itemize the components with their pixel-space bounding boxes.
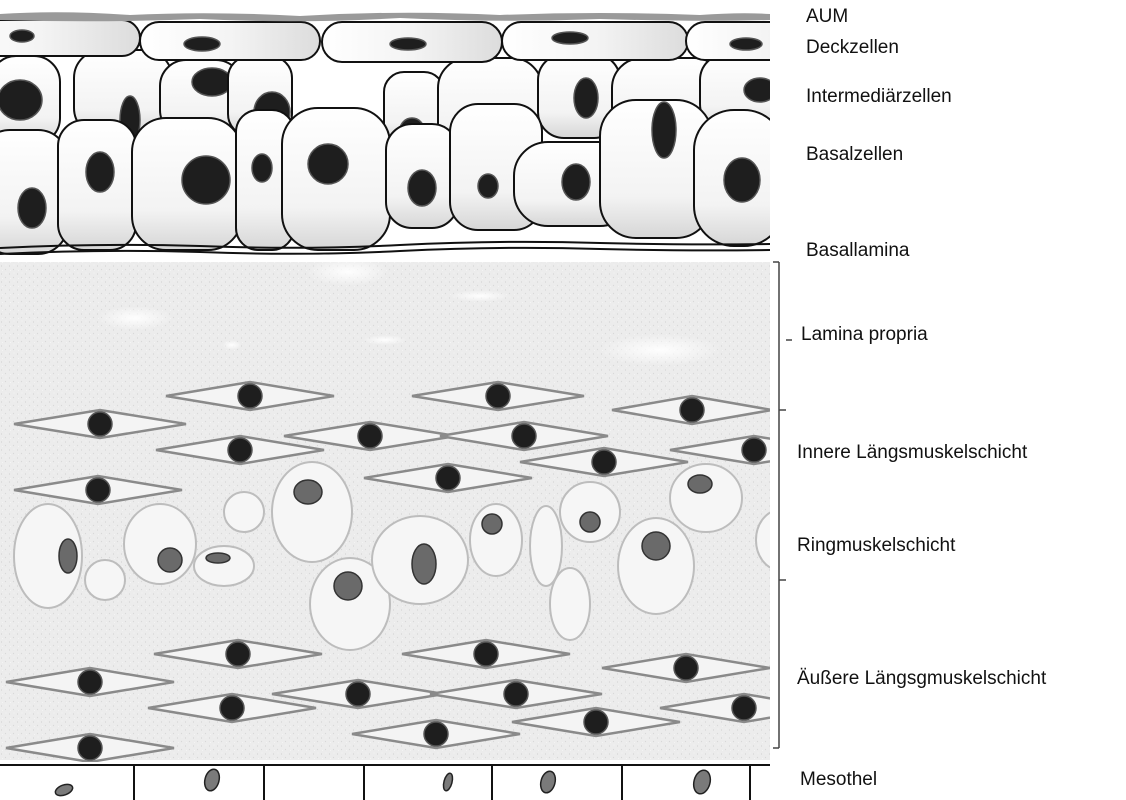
label-aum: AUM <box>806 6 848 28</box>
nucleus <box>358 424 382 448</box>
nucleus <box>308 144 348 184</box>
mesothelium <box>0 762 770 800</box>
nucleus <box>88 412 112 436</box>
nucleus <box>346 682 370 706</box>
nucleus <box>580 512 600 532</box>
label-deckzellen: Deckzellen <box>806 37 899 59</box>
nucleus <box>652 102 676 158</box>
ring-muscle-cell <box>224 492 264 532</box>
nucleus <box>408 170 436 206</box>
label-basallamina: Basallamina <box>806 240 910 262</box>
nucleus <box>688 475 712 493</box>
label-mesothel: Mesothel <box>800 769 877 791</box>
umbrella-cell <box>140 22 320 60</box>
label-innere-laengsmuskelschicht: Innere Längsmuskelschicht <box>797 442 1027 464</box>
nucleus <box>732 696 756 720</box>
nucleus <box>436 466 460 490</box>
nucleus <box>59 539 77 573</box>
nucleus <box>0 80 42 120</box>
nucleus <box>592 450 616 474</box>
nucleus <box>184 37 220 51</box>
nucleus <box>158 548 182 572</box>
nucleus <box>182 156 230 204</box>
nucleus <box>574 78 598 118</box>
nucleus <box>294 480 322 504</box>
ring-muscle-cell <box>530 506 562 586</box>
nucleus <box>228 438 252 462</box>
label-intermediaerzellen: Intermediärzellen <box>806 86 952 108</box>
nucleus <box>86 478 110 502</box>
nucleus <box>334 572 362 600</box>
nucleus <box>192 68 232 96</box>
nucleus <box>674 656 698 680</box>
nucleus <box>226 642 250 666</box>
nucleus <box>78 736 102 760</box>
label-basalzellen: Basalzellen <box>806 144 903 166</box>
nucleus <box>730 38 762 50</box>
ring-muscle-cell <box>550 568 590 640</box>
nucleus <box>680 398 704 422</box>
nucleus <box>562 164 590 200</box>
ring-muscle-cell <box>272 462 352 562</box>
ring-muscle-cell <box>124 504 196 584</box>
umbrella-cell <box>502 22 688 60</box>
nucleus <box>478 174 498 198</box>
nucleus <box>584 710 608 734</box>
urothelium <box>0 0 846 262</box>
nucleus <box>744 78 776 102</box>
label-ringmuskelschicht: Ringmuskelschicht <box>797 535 955 557</box>
nucleus <box>504 682 528 706</box>
label-lamina-propria: Lamina propria <box>801 324 928 346</box>
urothelial-cells <box>0 20 846 254</box>
nucleus <box>742 438 766 462</box>
ring-muscle-cell <box>670 464 742 532</box>
layer-brackets <box>773 262 792 748</box>
nucleus <box>724 158 760 202</box>
nucleus <box>474 642 498 666</box>
nucleus <box>10 30 34 42</box>
label-aeussere-laengsmuskelschicht: Äußere Längsgmuskelschicht <box>797 668 1046 690</box>
ring-muscle-cell <box>194 546 254 586</box>
nucleus <box>220 696 244 720</box>
nucleus <box>512 424 536 448</box>
nucleus <box>86 152 114 192</box>
nucleus <box>78 670 102 694</box>
nucleus <box>642 532 670 560</box>
nucleus <box>390 38 426 50</box>
nucleus <box>206 553 230 563</box>
nucleus <box>18 188 46 228</box>
nucleus <box>552 32 588 44</box>
nucleus <box>252 154 272 182</box>
nucleus <box>486 384 510 408</box>
nucleus <box>238 384 262 408</box>
nucleus <box>482 514 502 534</box>
ring-muscle-cell <box>85 560 125 600</box>
nucleus <box>424 722 448 746</box>
nucleus <box>412 544 436 584</box>
